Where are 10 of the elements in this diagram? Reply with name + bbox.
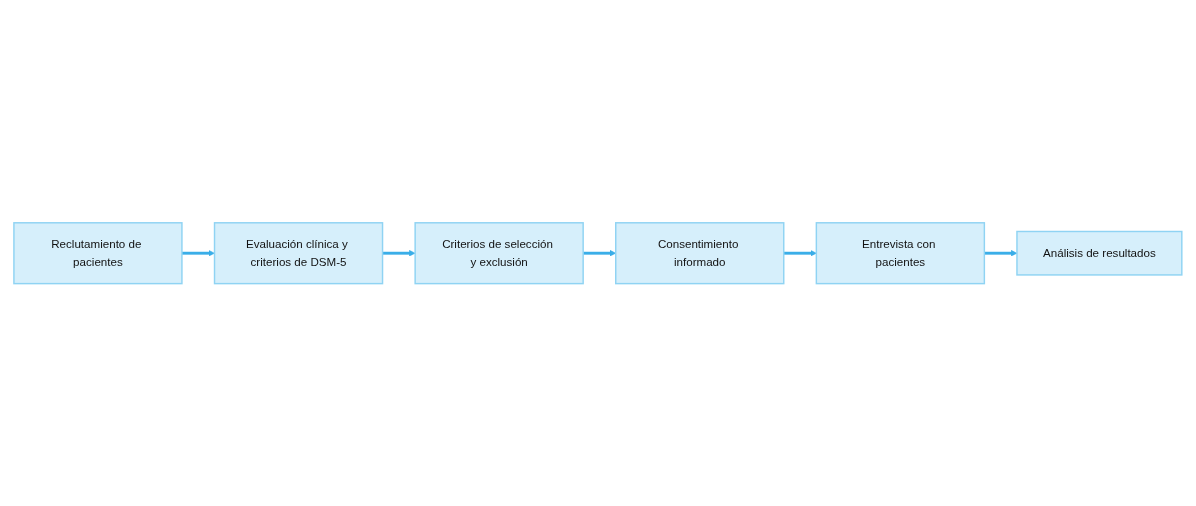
- arrow: [984, 249, 1018, 257]
- node-box: Consentimiento informado: [615, 221, 785, 285]
- arrow: [382, 249, 416, 257]
- node-box: Evaluación clínica y criterios de DSM-5: [213, 221, 384, 285]
- node-box: Análisis de resultados: [1016, 230, 1183, 276]
- node-box: Criterios de selección y exclusión: [414, 221, 584, 285]
- arrow: [783, 249, 817, 257]
- node-box: Entrevista con pacientes: [815, 221, 986, 285]
- node-box: Reclutamiento de pacientes: [13, 221, 183, 285]
- arrow: [182, 249, 215, 257]
